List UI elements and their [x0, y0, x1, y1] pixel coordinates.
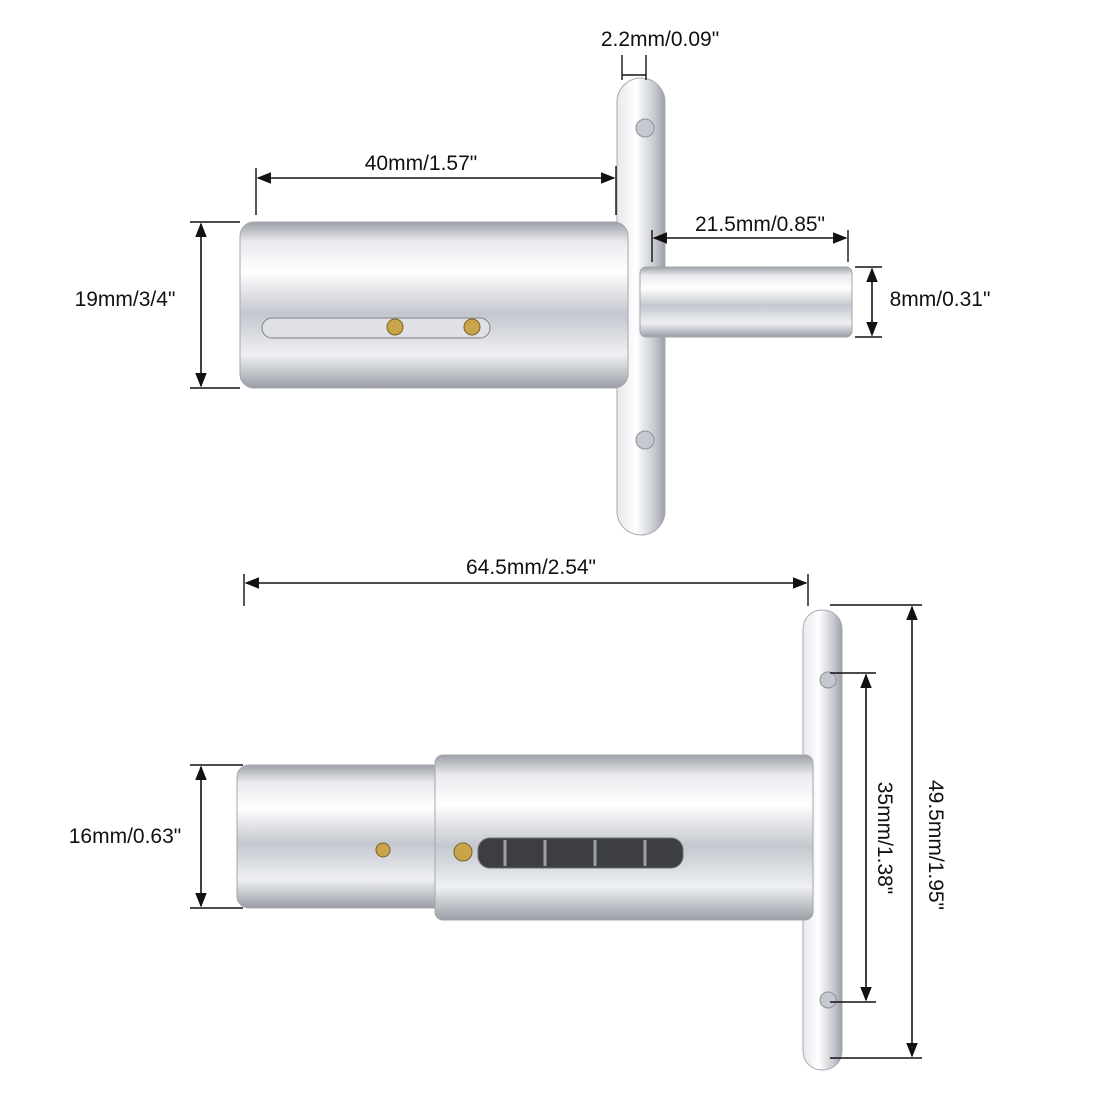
dim-flange-thickness: 2.2mm/0.09" — [601, 28, 719, 80]
top-body-cylinder — [239, 221, 629, 389]
dim-tip-diameter-bottom: 16mm/0.63" — [69, 764, 243, 909]
dim-body-length-top: 40mm/1.57" — [255, 152, 617, 215]
bottom-tip-cylinder — [236, 764, 446, 909]
dim-pin-diameter: 8mm/0.31" — [855, 266, 991, 338]
top-brass-pin-2 — [463, 318, 481, 336]
top-slot — [261, 317, 491, 339]
label-pin-length: 21.5mm/0.85" — [695, 213, 825, 236]
dim-flange-height: 49.5mm/1.95" — [830, 604, 947, 1059]
label-flange-thickness: 2.2mm/0.09" — [601, 28, 719, 51]
bottom-slot-teeth — [503, 840, 647, 866]
bottom-latch — [236, 609, 843, 1071]
label-body-length-top: 40mm/1.57" — [365, 152, 478, 175]
top-flange-hole-upper — [635, 118, 655, 138]
label-hole-spacing: 35mm/1.38" — [873, 782, 896, 895]
label-total-length-bottom: 64.5mm/2.54" — [466, 556, 596, 579]
dim-total-length-bottom: 64.5mm/2.54" — [243, 556, 809, 606]
bottom-slot — [477, 837, 684, 869]
top-brass-pin-1 — [386, 318, 404, 336]
label-flange-height: 49.5mm/1.95" — [924, 780, 947, 910]
bottom-flange-hole-lower — [819, 991, 837, 1009]
top-pin — [639, 266, 853, 338]
top-flange-hole-lower — [635, 430, 655, 450]
bottom-brass-pin-2 — [453, 842, 473, 862]
bottom-flange-hole-upper — [819, 671, 837, 689]
top-latch — [239, 77, 853, 536]
label-body-diameter-top: 19mm/3/4" — [75, 288, 176, 311]
dim-body-diameter-top: 19mm/3/4" — [75, 221, 240, 389]
label-pin-diameter: 8mm/0.31" — [890, 288, 991, 311]
bottom-brass-pin-1 — [375, 842, 391, 858]
dim-pin-length: 21.5mm/0.85" — [651, 213, 849, 262]
dim-hole-spacing: 35mm/1.38" — [830, 672, 896, 1003]
label-tip-diameter-bottom: 16mm/0.63" — [69, 825, 182, 848]
